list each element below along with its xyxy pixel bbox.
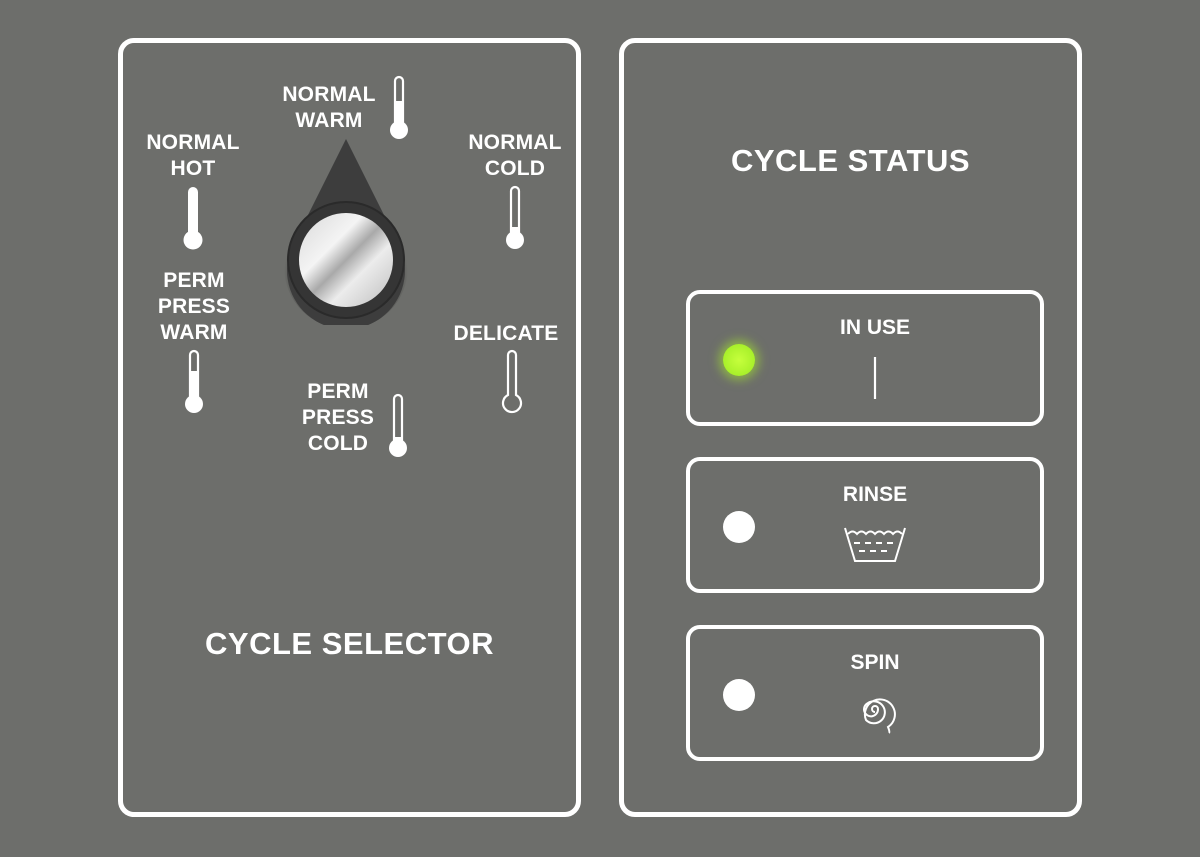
setting-delicate-label[interactable]: DELICATE: [453, 322, 559, 345]
led-rinse-off: [723, 511, 755, 543]
thermometer-warm-icon: [185, 349, 203, 413]
setting-perm-press-warm-label[interactable]: PERM PRESS WARM: [157, 269, 231, 344]
setting-normal-cold-label[interactable]: NORMAL COLD: [468, 131, 562, 180]
led-spin-off: [723, 679, 755, 711]
thermometer-cold-icon: [389, 393, 407, 457]
status-label: SPIN: [850, 651, 900, 674]
cycle-selector-panel: NORMAL WARM NORMAL HOT NORMAL COLD PERM …: [118, 38, 581, 817]
status-label: RINSE: [842, 483, 908, 506]
thermometer-warm-icon: [390, 75, 408, 139]
status-label: IN USE: [839, 316, 910, 339]
status-indicator-rinse: RINSE: [686, 457, 1044, 593]
rinse-basin-icon: [844, 527, 906, 562]
status-indicator-spin: SPIN: [686, 625, 1044, 761]
setting-normal-warm-label[interactable]: NORMAL WARM: [282, 83, 376, 132]
cycle-status-panel: CYCLE STATUS IN USE RINSE SPIN: [619, 38, 1082, 817]
thermometer-empty-icon: [501, 349, 523, 414]
setting-normal-hot-label[interactable]: NORMAL HOT: [146, 131, 240, 180]
spin-spiral-icon: [863, 698, 896, 734]
cycle-selector-title: CYCLE SELECTOR: [205, 626, 494, 661]
thermometer-hot-icon: [183, 187, 203, 250]
power-line-icon: [873, 357, 877, 399]
status-indicator-in-use: IN USE: [686, 290, 1044, 426]
thermometer-cold-icon: [506, 185, 524, 249]
cycle-selector-knob[interactable]: [284, 135, 408, 325]
setting-perm-press-cold-label[interactable]: PERM PRESS COLD: [301, 380, 375, 455]
led-in-use-on: [723, 344, 755, 376]
cycle-status-title: CYCLE STATUS: [730, 143, 971, 178]
knob-cap: [299, 213, 393, 307]
